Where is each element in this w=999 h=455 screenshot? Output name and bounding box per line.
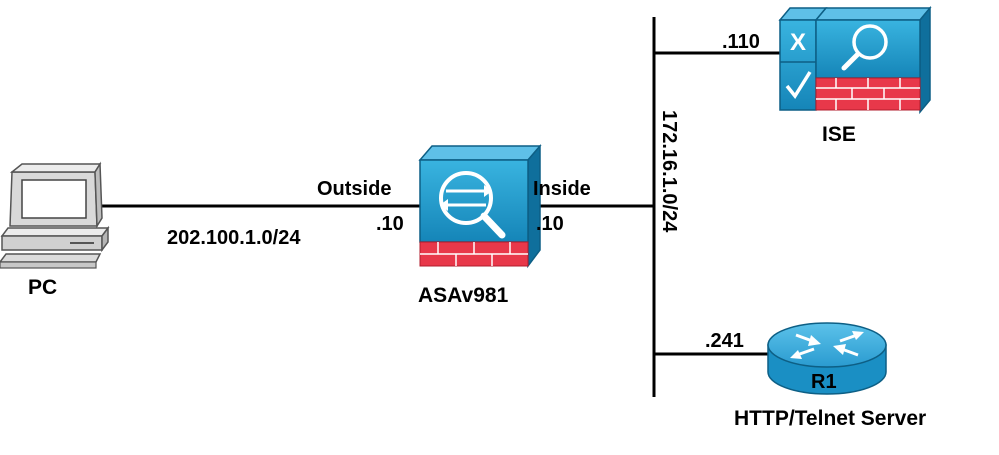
- inside-ip-label: .10: [536, 213, 564, 235]
- inside-interface-label: Inside: [533, 178, 591, 200]
- svg-text:X: X: [790, 29, 806, 56]
- pc-label: PC: [28, 276, 57, 299]
- outside-subnet-label: 202.100.1.0/24: [167, 227, 301, 249]
- ise-server-icon: X: [778, 5, 932, 115]
- ise-label: ISE: [822, 123, 856, 146]
- outside-interface-label: Outside: [317, 178, 391, 200]
- asa-label: ASAv981: [418, 284, 509, 307]
- router-ip-label: .241: [705, 330, 744, 352]
- asa-firewall-icon: [418, 143, 542, 269]
- ise-ip-label: .110: [722, 31, 760, 53]
- outside-ip-label: .10: [376, 213, 404, 235]
- inside-subnet-label: 172.16.1.0/24: [658, 110, 680, 233]
- router-icon: [767, 322, 887, 395]
- router-role-label: HTTP/Telnet Server: [734, 407, 926, 430]
- router-label: R1: [811, 371, 837, 393]
- pc-icon: [0, 161, 110, 269]
